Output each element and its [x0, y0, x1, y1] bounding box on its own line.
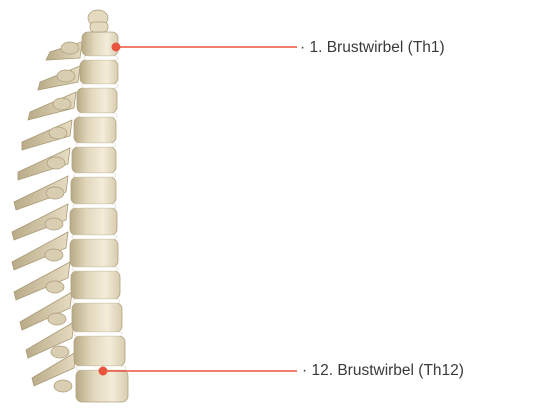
label-th1: · 1. Brustwirbel (Th1) [300, 40, 445, 56]
spine-illustration [12, 10, 128, 402]
label-th12: · 12. Brustwirbel (Th12) [302, 363, 464, 379]
pointer-th12 [99, 367, 298, 376]
pointer-dot-th12 [99, 367, 108, 376]
pointer-th1 [112, 43, 298, 52]
pointer-dot-th1 [112, 43, 121, 52]
cervical-top [88, 10, 108, 32]
